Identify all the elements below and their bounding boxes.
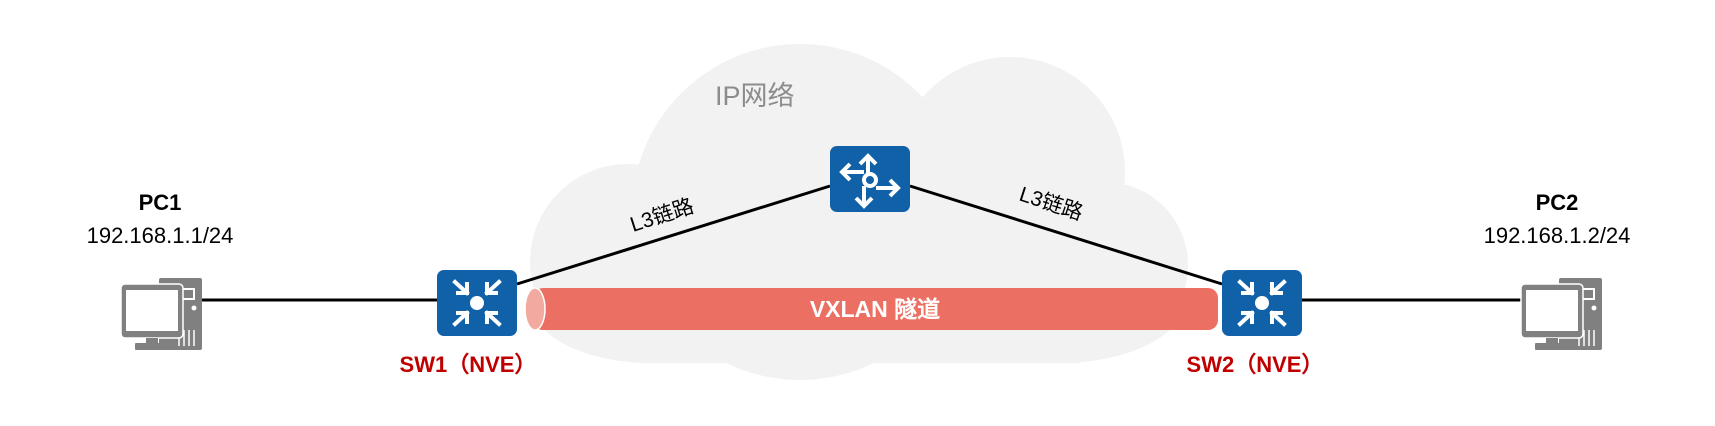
pc-icon-pc2[interactable] — [1520, 277, 1603, 351]
link-router-sw2 — [909, 184, 1223, 286]
pc2-ip: 192.168.1.2/24 — [1484, 223, 1631, 248]
pc2-name: PC2 — [1536, 190, 1579, 215]
switch-icon-sw2[interactable] — [1220, 268, 1304, 338]
router-icon[interactable] — [828, 144, 912, 214]
cloud-label: IP网络 — [715, 81, 795, 111]
pc1-ip: 192.168.1.1/24 — [87, 223, 234, 248]
pc-icon-pc1[interactable] — [120, 277, 203, 351]
sw1-label: SW1（NVE） — [400, 352, 537, 377]
links — [201, 184, 1521, 302]
tunnel-label: VXLAN 隧道 — [810, 296, 940, 322]
pc1-name: PC1 — [139, 190, 182, 215]
switch-icon-sw1[interactable] — [435, 268, 519, 338]
link-sw1-router — [516, 184, 831, 286]
vxlan-tunnel: VXLAN 隧道 — [524, 287, 1218, 331]
sw2-label: SW2（NVE） — [1187, 352, 1324, 377]
